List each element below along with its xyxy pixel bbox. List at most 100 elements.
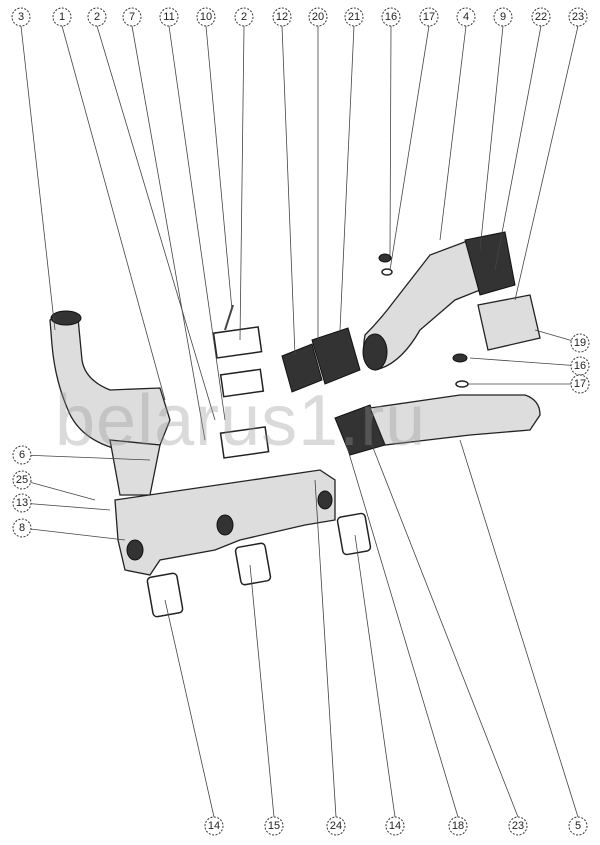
callout-circle	[326, 816, 346, 836]
leader-line	[21, 502, 111, 511]
callout-number: 1	[59, 11, 65, 23]
callout-circle	[570, 333, 590, 353]
leader-line	[131, 25, 206, 441]
part-callout-23: 23	[508, 816, 528, 836]
leader-line	[61, 25, 166, 401]
callout-number: 11	[163, 11, 174, 23]
leader-line	[459, 439, 579, 818]
callout-circle	[493, 7, 513, 27]
callout-number: 17	[574, 378, 586, 390]
part-callout-24: 24	[326, 816, 346, 836]
callout-number: 8	[19, 522, 25, 534]
leader-line	[514, 25, 579, 301]
leader-line	[469, 357, 581, 367]
leader-line	[354, 534, 396, 818]
part-callout-10: 10	[196, 7, 216, 27]
callout-number: 7	[129, 11, 135, 23]
callout-circle	[12, 518, 32, 538]
hose-clamps-left	[281, 327, 361, 393]
part-callout-7: 7	[122, 7, 142, 27]
part-callout-11: 11	[159, 7, 179, 27]
gaskets-upper	[212, 304, 270, 459]
part-callout-3: 3	[11, 7, 31, 27]
part-callout-16: 16	[381, 7, 401, 27]
part-callout-4: 4	[456, 7, 476, 27]
callout-number: 23	[512, 820, 524, 832]
callout-number: 21	[348, 11, 360, 23]
callout-number: 9	[500, 11, 506, 23]
part-callout-13: 13	[12, 493, 32, 513]
leader-line	[249, 564, 275, 818]
leader-line	[369, 439, 519, 818]
callout-circle	[344, 7, 364, 27]
callout-number: 23	[572, 11, 584, 23]
part-callout-5: 5	[568, 816, 588, 836]
leader-line	[389, 25, 430, 271]
callout-circle	[204, 816, 224, 836]
callout-number: 6	[19, 449, 25, 461]
part-callout-23: 23	[568, 7, 588, 27]
callout-circle	[570, 374, 590, 394]
callout-circle	[568, 816, 588, 836]
leader-line	[20, 25, 56, 331]
callout-circle	[196, 7, 216, 27]
leader-line	[314, 479, 337, 818]
leader-line	[344, 439, 459, 818]
callout-number: 25	[16, 474, 28, 486]
leader-line	[168, 25, 226, 421]
callout-circle	[264, 816, 284, 836]
leader-line	[21, 479, 96, 501]
callout-number: 16	[574, 360, 586, 372]
part-callout-12: 12	[272, 7, 292, 27]
part-callout-2: 2	[87, 7, 107, 27]
callout-number: 5	[575, 820, 581, 832]
leader-line	[494, 25, 542, 271]
callout-circle	[272, 7, 292, 27]
callout-number: 15	[268, 820, 280, 832]
callout-number: 24	[330, 820, 342, 832]
leader-line	[439, 25, 467, 241]
gaskets-lower	[146, 512, 372, 618]
leader-line	[21, 527, 126, 541]
callout-number: 22	[535, 11, 547, 23]
part-callout-25: 25	[12, 470, 32, 490]
callout-number: 14	[208, 820, 220, 832]
callout-circle	[385, 816, 405, 836]
part-callout-14: 14	[385, 816, 405, 836]
callout-number: 18	[452, 820, 464, 832]
exhaust-elbow-pipe	[49, 310, 171, 496]
callout-circle	[531, 7, 551, 27]
part-callout-17: 17	[570, 374, 590, 394]
exhaust-manifold	[114, 469, 336, 576]
callout-number: 10	[200, 11, 212, 23]
callout-circle	[12, 470, 32, 490]
callout-circle	[381, 7, 401, 27]
upper-connecting-pipe	[362, 231, 541, 388]
part-callout-21: 21	[344, 7, 364, 27]
leader-line	[389, 25, 392, 256]
callout-circle	[159, 7, 179, 27]
leader-line	[239, 25, 245, 341]
part-callout-19: 19	[570, 333, 590, 353]
callout-number: 20	[312, 11, 324, 23]
part-callout-8: 8	[12, 518, 32, 538]
callout-number: 2	[241, 11, 247, 23]
part-callout-9: 9	[493, 7, 513, 27]
callout-circle	[508, 816, 528, 836]
leader-line	[96, 25, 216, 421]
leader-line	[164, 599, 215, 818]
part-callout-2: 2	[234, 7, 254, 27]
callout-circle	[419, 7, 439, 27]
part-callout-20: 20	[308, 7, 328, 27]
callout-circle	[87, 7, 107, 27]
callout-number: 16	[385, 11, 397, 23]
callout-number: 12	[276, 11, 288, 23]
callout-circle	[456, 7, 476, 27]
callout-number: 3	[18, 11, 24, 23]
part-callout-18: 18	[448, 816, 468, 836]
leader-line	[479, 25, 504, 251]
callout-number: 4	[463, 11, 469, 23]
part-callout-22: 22	[531, 7, 551, 27]
